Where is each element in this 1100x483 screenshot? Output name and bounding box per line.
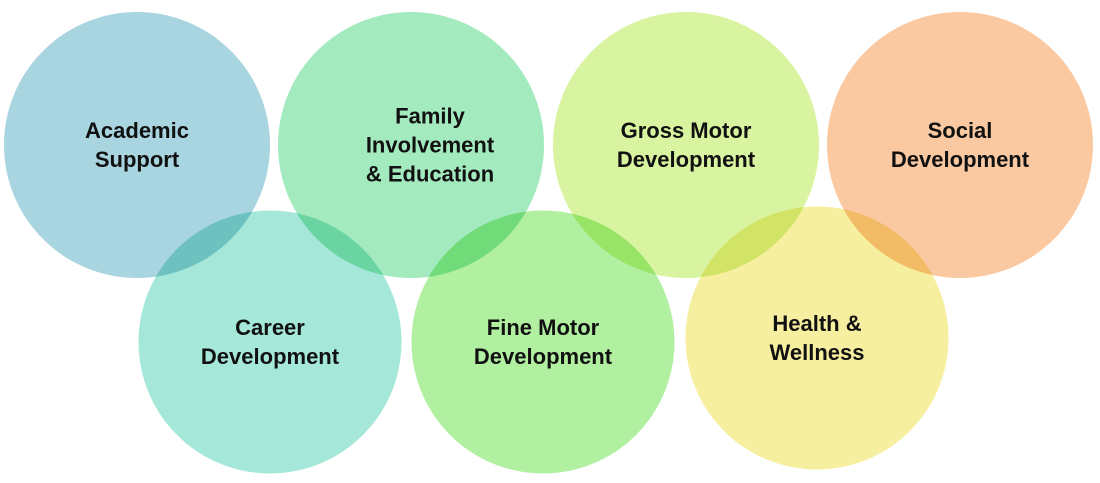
circle-label-line: & Education <box>365 161 495 187</box>
circle-label-line: Development <box>200 344 340 369</box>
circle-label-line: Family <box>395 103 465 129</box>
circle-label-line: Development <box>890 147 1030 172</box>
circle-label-line: Fine Motor <box>486 315 600 340</box>
circle-label-line: Academic <box>85 118 189 143</box>
circle-career-development <box>135 207 405 477</box>
circle-label-line: Gross Motor <box>620 118 752 143</box>
circle-label-line: Health & <box>772 311 862 336</box>
circle-fine-motor-development <box>408 207 678 477</box>
circle-family-involvement-education <box>278 12 544 278</box>
circle-label-line: Career <box>235 315 305 340</box>
circle-label-line: Development <box>616 147 756 172</box>
circle-health-wellness <box>682 203 952 473</box>
circle-label: Health & Wellness <box>697 309 937 367</box>
circle-label-line: Support <box>94 147 180 172</box>
circle-label-line: Involvement <box>365 132 495 158</box>
circle-label-line: Wellness <box>769 340 865 365</box>
circle-label-line: Social <box>927 118 993 143</box>
circle-social-development <box>827 12 1093 278</box>
circle-gross-motor-development <box>553 12 819 278</box>
circle-academic-support <box>4 12 270 278</box>
circle-label-line: Development <box>473 344 613 369</box>
